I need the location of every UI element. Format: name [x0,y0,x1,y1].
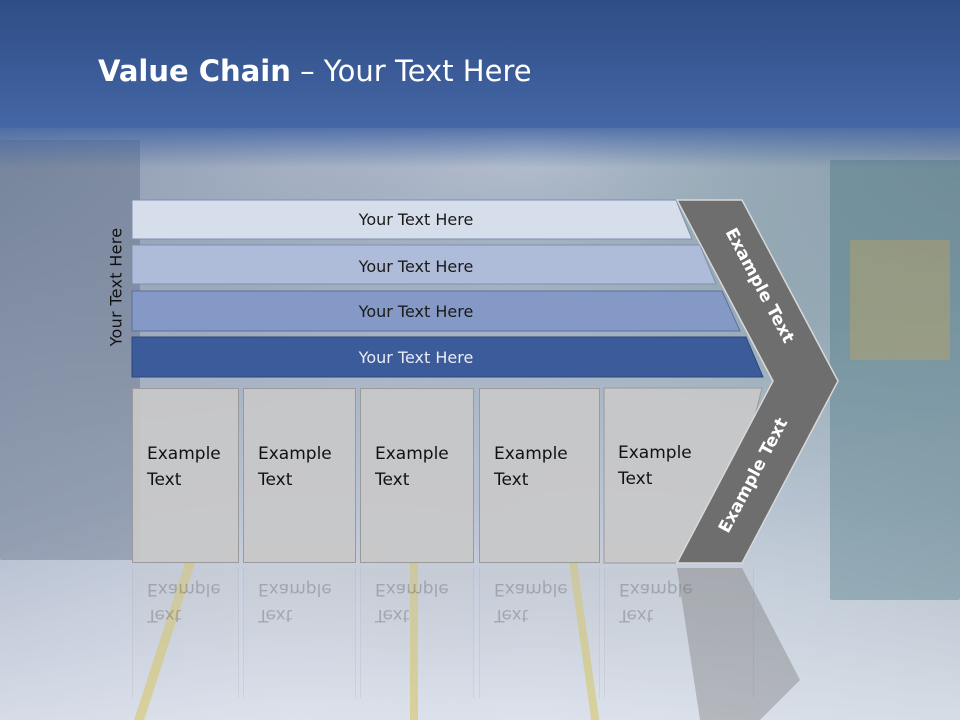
chevron-arrow [675,199,839,564]
background-machine-left [0,140,140,560]
title-rest: – Your Text Here [290,54,532,88]
bar-1-label: Your Text Here [358,210,474,229]
example-box-5-line2: Text [617,469,653,489]
example-box-5-line1: Example [618,443,692,463]
bar-2-label: Your Text Here [358,257,474,276]
bar-4 [131,336,764,378]
bar-3-label: Your Text Here [358,302,474,321]
background-rack-right [850,240,950,360]
bar-1 [131,199,693,240]
header-band [0,0,960,128]
slide-title: Value Chain – Your Text Here [98,54,532,88]
title-bold: Value Chain [98,54,291,88]
bar-4-label: Your Text Here [358,348,474,367]
bar-2 [131,244,717,285]
header-fade [0,128,960,168]
background-floor-line-center [410,560,418,720]
background-machine-right [830,160,960,600]
chevron-reflection [677,568,800,720]
bar-3 [131,290,741,332]
